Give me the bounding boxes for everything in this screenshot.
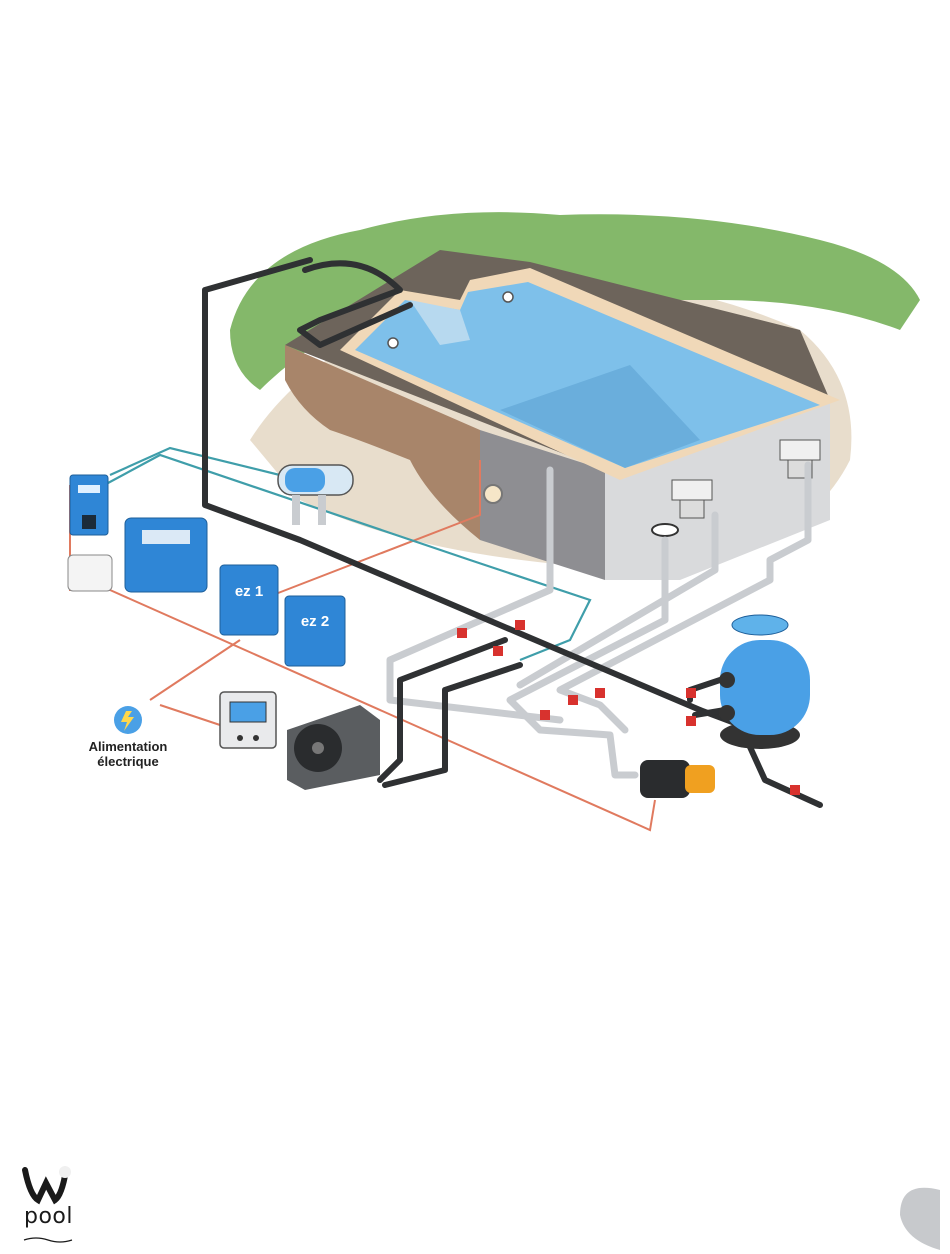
valve-8 — [686, 716, 696, 726]
logo-wave — [24, 1238, 72, 1242]
valve-2 — [515, 620, 525, 630]
valve-7 — [686, 688, 696, 698]
power-label-line2: électrique — [78, 754, 178, 769]
logo-wordmark: pool — [24, 1204, 73, 1229]
wall-light — [484, 485, 502, 503]
circulation-pump — [640, 760, 715, 798]
corner-leaf-icon — [900, 1188, 940, 1250]
wpool-logo-mark — [25, 1166, 71, 1200]
valve-3 — [493, 646, 503, 656]
power-label-line1: Alimentation — [78, 739, 178, 754]
return-inlet-2 — [503, 292, 513, 302]
heat-pump — [287, 705, 380, 790]
floor-drain — [652, 524, 678, 536]
controller-ez1-label: ez 1 — [235, 583, 263, 600]
chlorinator-box — [125, 518, 207, 592]
controller-ez2-label: ez 2 — [301, 613, 329, 630]
valve-4 — [540, 710, 550, 720]
controller-ez2: ez 2 — [285, 596, 345, 666]
heatpump-control-box — [220, 692, 276, 748]
sand-filter — [719, 615, 810, 749]
controller-ez1: ez 1 — [220, 565, 278, 635]
valve-5 — [568, 695, 578, 705]
valve-6 — [595, 688, 605, 698]
valve-9 — [790, 785, 800, 795]
electric-supply-icon — [114, 706, 142, 734]
valve-1 — [457, 628, 467, 638]
return-inlet-1 — [388, 338, 398, 348]
ph-regulator — [68, 475, 112, 591]
